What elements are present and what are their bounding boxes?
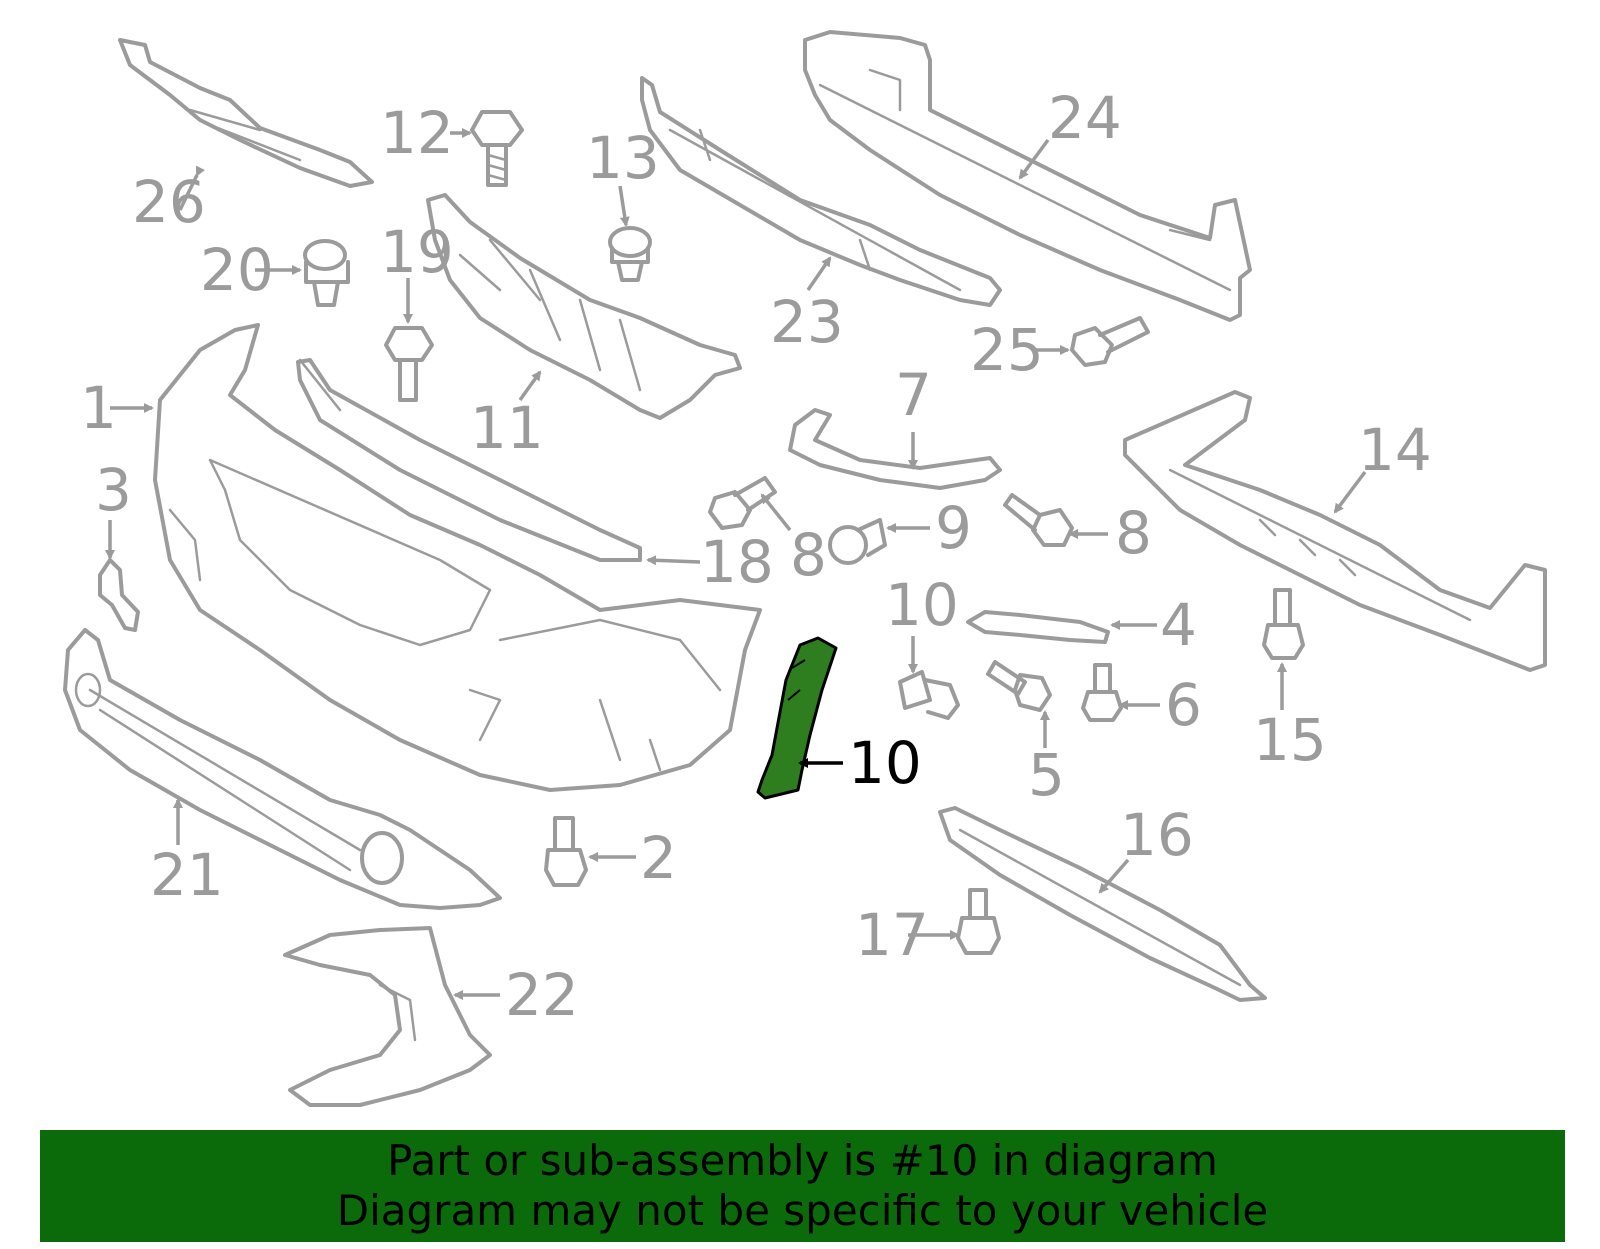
- part-19-strip: [296, 358, 642, 562]
- part-16-bolt: [1262, 588, 1305, 660]
- part-4-bracket: [966, 610, 1110, 644]
- label-22: 21: [150, 841, 224, 909]
- part-10-highlighted[interactable]: [756, 636, 838, 800]
- part-24-reinforcement: [640, 76, 1002, 307]
- label-19: 18: [700, 528, 774, 596]
- label-25: 24: [1048, 84, 1122, 152]
- part-3-bracket: [98, 558, 140, 632]
- label-12: 11: [470, 394, 544, 462]
- part-15-absorber: [1123, 390, 1547, 672]
- leader-lines: [105, 128, 1367, 1000]
- part-11-clip: [898, 670, 960, 720]
- part-1-bumper-cover: [153, 323, 762, 792]
- part-20-bolt: [384, 326, 434, 402]
- label-1: 1: [80, 374, 117, 442]
- label-4: 4: [1160, 591, 1197, 659]
- label-23: 22: [505, 961, 579, 1029]
- part-27-upper-bracket: [118, 38, 374, 188]
- label-20: 19: [380, 218, 454, 286]
- label-11: 10: [885, 571, 959, 639]
- part-22-lower-grille: [63, 628, 502, 910]
- part-8-bolt-left: [708, 476, 777, 530]
- part-8-bolt-right: [1003, 493, 1074, 547]
- part-6-bolt: [1081, 663, 1123, 722]
- label-17: 16: [1120, 801, 1194, 869]
- part-25-beam: [803, 30, 1252, 322]
- part-23-side-trim: [283, 926, 492, 1107]
- label-9: 9: [935, 494, 972, 562]
- label-7: 7: [895, 361, 932, 429]
- label-13: 12: [380, 99, 454, 167]
- part-5-bolt: [986, 660, 1052, 712]
- callout-labels: 26 12 13 20 19 11 23 24 25 1 3 18 7 8 9 …: [80, 84, 1432, 1029]
- part-18-bolt: [956, 888, 1001, 955]
- part-26-bolt: [1070, 316, 1150, 367]
- label-21: 20: [200, 236, 274, 304]
- part-13-bolt: [470, 110, 524, 187]
- part-9-clip: [828, 518, 887, 565]
- label-15: 14: [1358, 416, 1432, 484]
- part-14-clip: [608, 226, 652, 282]
- label-5: 5: [1028, 741, 1065, 809]
- label-8-right: 8: [1115, 499, 1152, 567]
- label-26: 25: [970, 316, 1044, 384]
- label-24: 23: [770, 288, 844, 356]
- part-2-bolt: [544, 816, 588, 887]
- info-banner: Part or sub-assembly is #10 in diagram D…: [40, 1130, 1565, 1242]
- label-27: 26: [132, 168, 206, 236]
- label-16: 15: [1253, 706, 1327, 774]
- banner-line-2: Diagram may not be specific to your vehi…: [336, 1186, 1269, 1235]
- label-8-left: 8: [790, 521, 827, 589]
- part-21-clip: [303, 239, 350, 307]
- label-10-highlighted: 10: [848, 729, 922, 797]
- part-12-grille-support: [426, 193, 742, 420]
- label-2: 2: [640, 824, 677, 892]
- label-6: 6: [1165, 671, 1202, 739]
- label-3: 3: [95, 456, 132, 524]
- label-14: 13: [586, 124, 660, 192]
- banner-line-1: Part or sub-assembly is #10 in diagram: [387, 1136, 1218, 1185]
- part-17-lower-reinforcement: [938, 806, 1267, 1002]
- part-7-bracket: [788, 408, 1002, 490]
- label-18: 17: [855, 901, 929, 969]
